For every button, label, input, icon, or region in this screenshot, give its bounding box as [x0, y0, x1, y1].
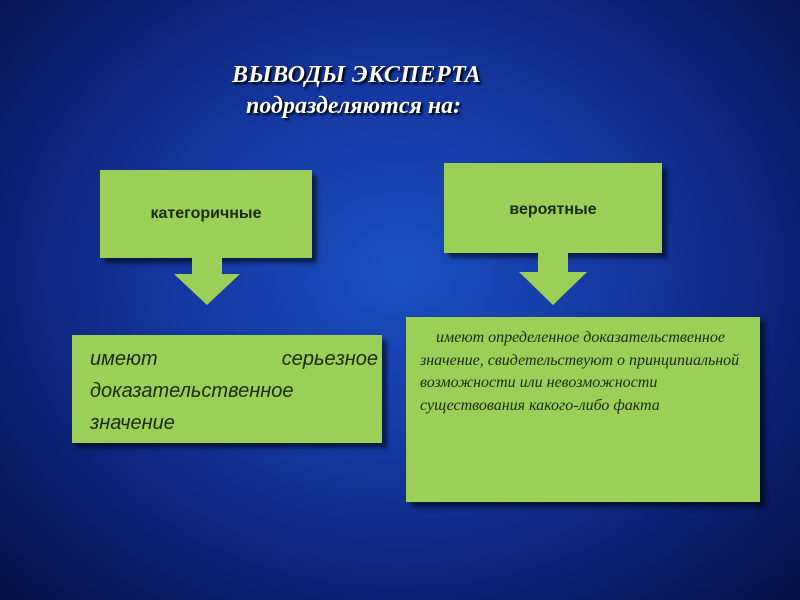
categorical-arrow-icon — [174, 256, 240, 305]
title-line-2: подразделяются на: — [246, 93, 462, 119]
categorical-label: категоричные — [150, 205, 262, 222]
probable-description-box: имеют определенное доказательственное зн… — [406, 317, 760, 502]
probable-box: вероятные — [444, 163, 662, 253]
categorical-description: имеют серьезное доказательственное значе… — [90, 348, 378, 434]
categorical-description-box: имеют серьезное доказательственное значе… — [72, 335, 382, 443]
slide-title: ВЫВОДЫ ЭКСПЕРТА подразделяются на: — [230, 62, 550, 120]
categorical-box: категоричные — [100, 170, 312, 258]
probable-description: имеют определенное доказательственное зн… — [420, 329, 744, 414]
title-line-1: ВЫВОДЫ ЭКСПЕРТА — [232, 62, 482, 88]
probable-label: вероятные — [509, 201, 597, 218]
probable-arrow-icon — [519, 252, 587, 305]
